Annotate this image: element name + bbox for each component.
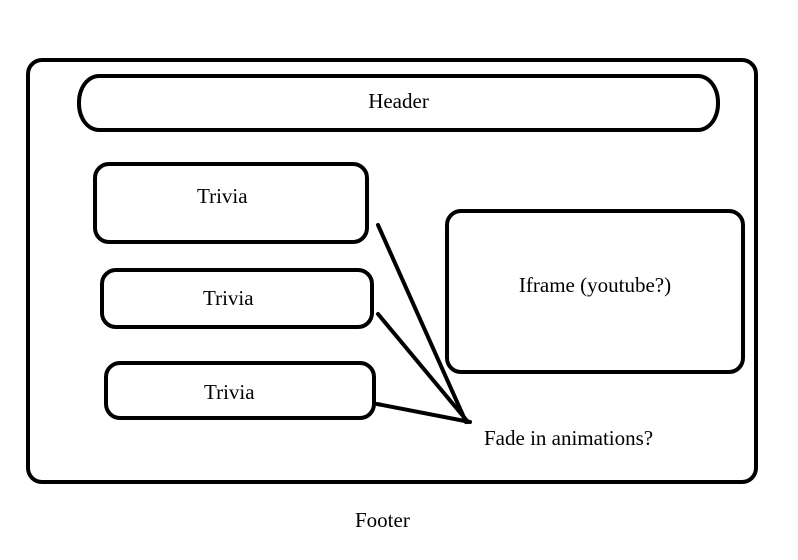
animation-note: Fade in animations? [484, 426, 654, 450]
trivia-label-2: Trivia [203, 286, 254, 310]
trivia-label-1: Trivia [197, 184, 248, 208]
header-label: Header [368, 89, 429, 113]
trivia-box-2: Trivia [100, 268, 374, 329]
page-frame [26, 58, 758, 484]
iframe-label: Iframe (youtube?) [518, 273, 672, 297]
footer-label: Footer [355, 508, 410, 532]
trivia-label-3: Trivia [204, 380, 255, 404]
header-box: Header [77, 74, 720, 132]
trivia-box-3: Trivia [104, 361, 376, 420]
iframe-box: Iframe (youtube?) [445, 209, 745, 374]
trivia-box-1: Trivia [93, 162, 369, 244]
